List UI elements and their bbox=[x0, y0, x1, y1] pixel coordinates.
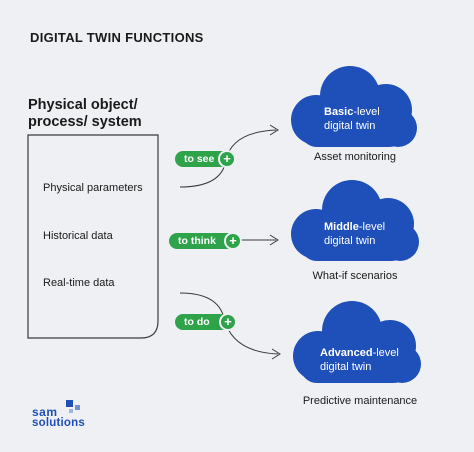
cloud-middle bbox=[291, 180, 419, 261]
source-item-historical-data: Historical data bbox=[43, 230, 113, 242]
arrow-to-think-head bbox=[269, 234, 279, 246]
pill-to-see: to see bbox=[175, 151, 230, 167]
caption-predictive-maintenance: Predictive maintenance bbox=[302, 395, 418, 407]
logo-mark bbox=[66, 400, 80, 413]
pill-to-think: to think bbox=[169, 233, 237, 249]
plus-icon: + bbox=[219, 313, 237, 331]
cloud-advanced bbox=[293, 301, 421, 383]
cloud-basic-label: Basic-level digital twin bbox=[324, 105, 380, 133]
cloud-middle-label: Middle-level digital twin bbox=[324, 220, 385, 248]
arrow-to-see-head bbox=[269, 124, 279, 136]
company-logo: sam solutions bbox=[32, 405, 85, 429]
plus-icon: + bbox=[218, 150, 236, 168]
twin-type: digital twin bbox=[320, 361, 372, 373]
arrow-to-do-head bbox=[271, 348, 281, 360]
pill-to-do: to do bbox=[175, 314, 233, 330]
cloud-basic bbox=[291, 66, 417, 147]
twin-level-name: Advanced bbox=[320, 347, 373, 359]
plus-icon: + bbox=[224, 232, 242, 250]
diagram-title: DIGITAL TWIN FUNCTIONS bbox=[30, 30, 204, 45]
cloud-advanced-label: Advanced-level digital twin bbox=[320, 346, 399, 374]
caption-asset-monitoring: Asset monitoring bbox=[314, 151, 396, 163]
twin-level-suffix: -level bbox=[353, 106, 380, 118]
twin-type: digital twin bbox=[324, 120, 376, 132]
source-title: Physical object/ process/ system bbox=[28, 97, 142, 131]
logo-line2: solutions bbox=[32, 417, 85, 429]
twin-level-name: Middle bbox=[324, 221, 359, 233]
twin-level-suffix: -level bbox=[372, 347, 399, 359]
twin-type: digital twin bbox=[324, 235, 376, 247]
caption-what-if-scenarios: What-if scenarios bbox=[312, 270, 398, 282]
twin-level-name: Basic bbox=[324, 106, 354, 118]
source-panel-outline bbox=[27, 134, 159, 339]
source-title-line2: process/ system bbox=[28, 114, 142, 130]
source-title-line1: Physical object/ bbox=[28, 97, 138, 113]
twin-level-suffix: -level bbox=[358, 221, 386, 233]
source-item-real-time-data: Real-time data bbox=[43, 277, 115, 289]
source-item-physical-parameters: Physical parameters bbox=[43, 182, 143, 194]
logo-line1: sam bbox=[32, 405, 58, 419]
